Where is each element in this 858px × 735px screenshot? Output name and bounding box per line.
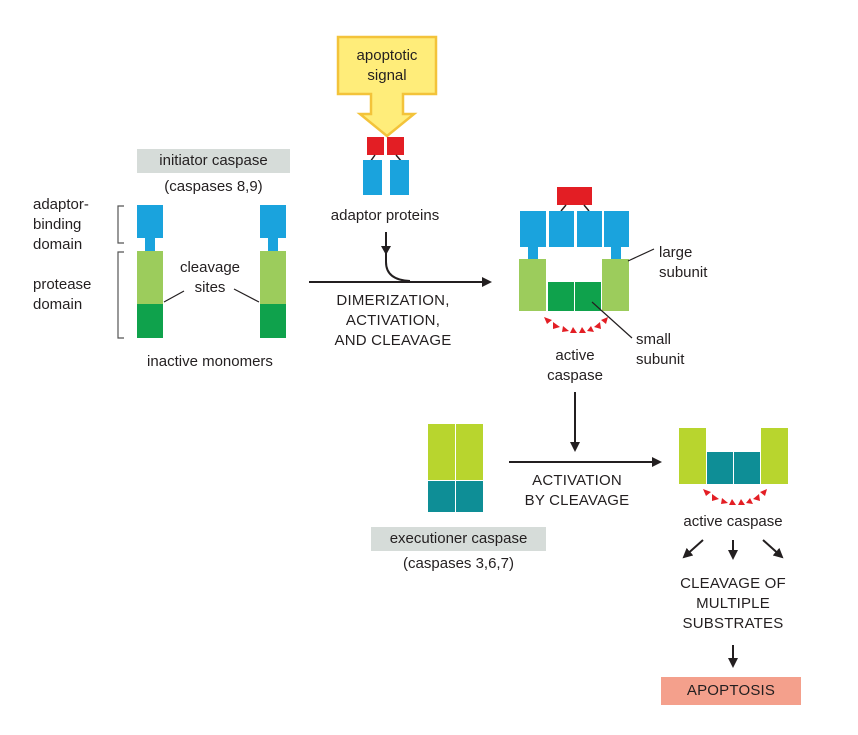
domain-brackets: [117, 205, 124, 339]
apoptotic-signal-label: apoptotic signal: [356, 47, 418, 84]
active-executioner-caspase-label: active caspase: [683, 513, 783, 530]
initiator-caspase-members: (caspases 8,9): [164, 178, 263, 195]
small-subunit-label: small subunit: [636, 331, 685, 368]
executioner-caspase-label: executioner caspase: [371, 527, 546, 551]
executioner-caspase-graphic: [428, 424, 483, 512]
executioner-caspase-members: (caspases 3,6,7): [403, 555, 514, 572]
substrate-arrows: [682, 539, 784, 668]
step2-arrow: [509, 392, 662, 467]
adaptor-binding-domain-label: adaptor- binding domain: [33, 196, 89, 253]
protease-domain-label: protease domain: [33, 276, 92, 313]
cleavage-site-pointers: [163, 288, 260, 303]
step1-arrow: [309, 232, 492, 287]
cleavage-substrates-label: CLEAVAGE OF MULTIPLE SUBSTRATES: [680, 575, 786, 632]
step2-label: ACTIVATION BY CLEAVAGE: [524, 472, 630, 509]
apoptotic-signal-arrow: [336, 35, 438, 138]
inactive-monomers-label: inactive monomers: [147, 353, 273, 370]
apoptosis-box: APOPTOSIS: [661, 677, 801, 705]
inactive-monomer-left: [137, 205, 163, 338]
initiator-caspase-label: initiator caspase: [137, 149, 290, 173]
step1-label: DIMERIZATION, ACTIVATION, AND CLEAVAGE: [334, 292, 452, 349]
cleavage-sites-label: cleavage sites: [179, 259, 241, 296]
adaptor-proteins-graphic: [363, 137, 409, 195]
adaptor-proteins-label: adaptor proteins: [330, 207, 440, 224]
inactive-monomer-right: [260, 205, 286, 338]
large-subunit-label: large subunit: [659, 244, 708, 281]
active-initiator-caspase-graphic: [519, 187, 655, 339]
active-initiator-caspase-label: active caspase: [547, 347, 603, 384]
active-executioner-caspase-graphic: [679, 428, 788, 505]
